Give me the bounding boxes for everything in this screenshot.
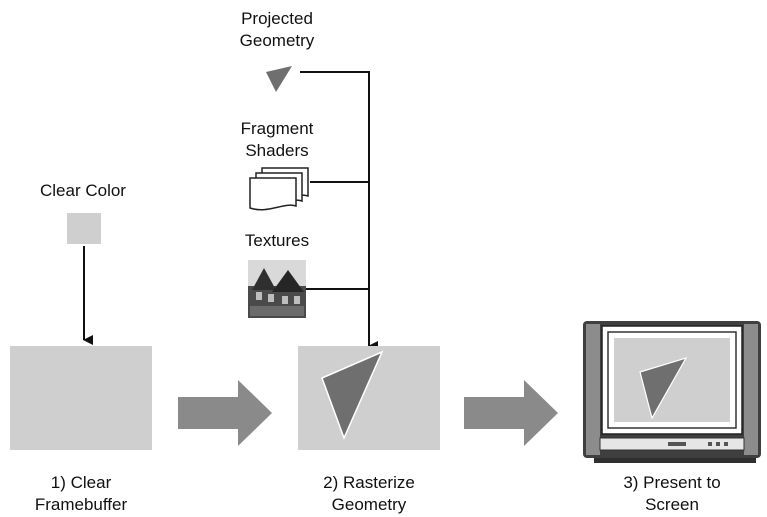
stage-2-label-line2: Geometry: [331, 495, 407, 514]
projected-geometry-label: Projected Geometry: [222, 8, 332, 52]
projected-geometry-connector: [300, 71, 370, 334]
stacked-pages-icon: [249, 167, 309, 211]
stage-1-label: 1) Clear Framebuffer: [10, 472, 152, 516]
stage-2-label-line1: 2) Rasterize: [323, 473, 415, 492]
fragment-shaders-label: Fragment Shaders: [222, 118, 332, 162]
house-photo-icon: [248, 260, 306, 318]
clear-color-swatch-icon: [67, 213, 101, 244]
fragment-shaders-label-line2: Shaders: [245, 141, 309, 160]
projected-geometry-label-line1: Projected: [241, 9, 313, 28]
stage-arrow-1: [178, 380, 272, 446]
television-icon: [583, 321, 761, 463]
stage-arrow-2: [464, 380, 558, 446]
stage-3-label-line1: 3) Present to: [623, 473, 721, 492]
stage-3-label-line2: Screen: [645, 495, 699, 514]
stage-1-framebuffer: [10, 346, 152, 450]
stage-1-label-line2: Framebuffer: [34, 495, 128, 514]
clear-color-label: Clear Color: [40, 181, 126, 200]
stage-2-triangle: [321, 350, 384, 441]
projected-geometry-triangle-icon: [266, 66, 292, 92]
projected-geometry-label-line2: Geometry: [239, 31, 315, 50]
textures-label: Textures: [244, 231, 310, 250]
stage-1-label-line1: 1) Clear: [50, 473, 112, 492]
fragment-shaders-label-line1: Fragment: [240, 119, 314, 138]
stage-2-label: 2) Rasterize Geometry: [298, 472, 440, 516]
stage-3-label: 3) Present to Screen: [587, 472, 757, 516]
